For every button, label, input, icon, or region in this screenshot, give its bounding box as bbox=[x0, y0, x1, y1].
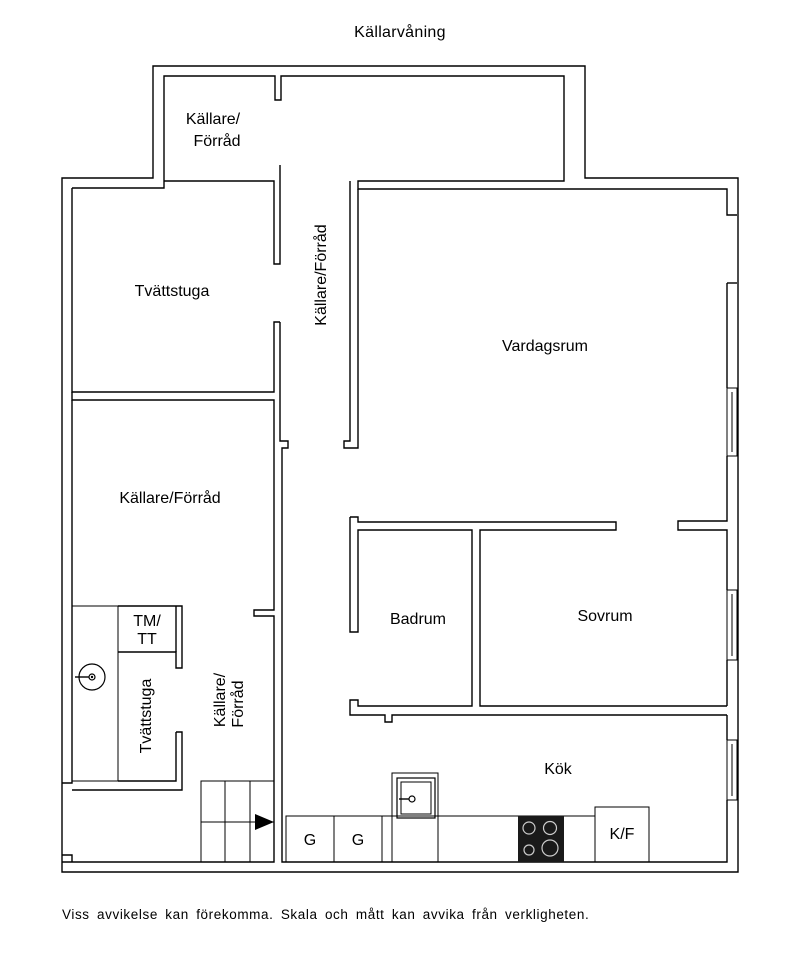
stove-icon bbox=[518, 816, 564, 862]
page-title: Källarvåning bbox=[354, 24, 446, 41]
room-label-tvattstuga-upper: Tvättstuga bbox=[135, 283, 210, 300]
right-wall-windows bbox=[677, 282, 738, 801]
sink-icon bbox=[396, 777, 436, 819]
outer-walls bbox=[61, 65, 739, 873]
room-label-tt: TT bbox=[137, 631, 157, 648]
room-label-tm: TM/ bbox=[133, 613, 161, 630]
disclaimer-text: Viss avvikelse kan förekomma. Skala och … bbox=[62, 907, 590, 922]
room-label-forrad-small: Förråd bbox=[229, 680, 247, 727]
fridge-label: K/F bbox=[610, 826, 635, 843]
room-label-vardagsrum: Vardagsrum bbox=[502, 338, 588, 355]
room-label-kallare-forrad-mid: Källare/Förråd bbox=[119, 489, 220, 507]
sink-icon bbox=[75, 663, 106, 691]
room-label-corridor: Källare/Förråd bbox=[312, 224, 330, 325]
room-label-kok: Kök bbox=[544, 761, 573, 778]
room-label-badrum: Badrum bbox=[390, 611, 446, 628]
room-label-sovrum: Sovrum bbox=[577, 608, 632, 625]
stair-arrow-icon bbox=[255, 814, 274, 830]
room-label-tvattstuga-lower: Tvättstuga bbox=[138, 679, 155, 754]
staircase bbox=[200, 780, 275, 863]
room-label-kallare-forrad-top-2: Förråd bbox=[193, 132, 240, 150]
cabinet-label-g1: G bbox=[304, 832, 316, 849]
room-label-kallare-forrad-top: Källare/ bbox=[186, 111, 241, 128]
inner-walls-right bbox=[349, 516, 727, 723]
cabinet-label-g2: G bbox=[352, 832, 364, 849]
kitchen-counter bbox=[285, 772, 650, 863]
room-label-kallare-small: Källare/ bbox=[212, 672, 229, 727]
laundry-area bbox=[71, 605, 183, 791]
room-labels: Källare/ Förråd Källare/Förråd Tvättstug… bbox=[119, 111, 634, 849]
